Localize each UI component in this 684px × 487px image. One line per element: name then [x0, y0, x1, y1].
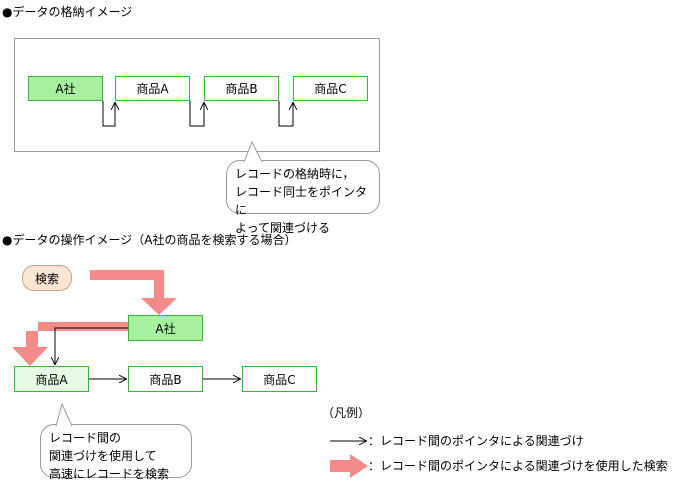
legend-pointer-label: ：レコード間のポインタによる関連づけ: [368, 434, 584, 448]
search-callout: レコード間の 関連づけを使用して 高速にレコードを検索: [40, 424, 192, 481]
section1-heading: ●データの格納イメージ: [2, 5, 133, 19]
search-arrow-to-company: [90, 270, 177, 315]
search-callout-line-3: 高速にレコードを検索: [49, 467, 170, 481]
storage-callout-line-2: レコード同士をポインタに: [235, 185, 368, 217]
pointer-op-company-to-a: [55, 327, 128, 364]
search-callout-line-2: 関連づけを使用して: [49, 449, 157, 463]
record-product-b: 商品B: [204, 76, 279, 101]
record-company: A社: [28, 76, 103, 101]
search-arrow-to-product-a: [12, 322, 128, 366]
pointer-company-to-a: [102, 101, 115, 127]
storage-callout-line-1: レコードの格納時に，: [235, 167, 355, 181]
storage-callout-tail: [243, 140, 263, 163]
storage-callout: レコードの格納時に， レコード同士をポインタに よって関連づける: [226, 160, 380, 235]
op-record-company: A社: [128, 315, 203, 341]
record-product-a: 商品A: [115, 76, 190, 101]
pointer-b-to-c: [278, 101, 293, 127]
search-callout-tail: [55, 402, 73, 427]
storage-callout-line-3: よって関連づける: [235, 221, 331, 235]
record-product-c: 商品C: [293, 76, 368, 101]
section2-heading: ●データの操作イメージ（A社の商品を検索する場合）: [2, 233, 297, 247]
legend-search-label: ：レコード間のポインタによる関連づけを使用した検索: [368, 459, 668, 473]
legend-title: （凡例）: [322, 406, 371, 420]
storage-frame: [14, 38, 380, 152]
op-record-product-a: 商品A: [14, 366, 89, 392]
search-label: 検索: [22, 265, 72, 291]
op-record-product-c: 商品C: [242, 366, 317, 392]
op-record-product-b: 商品B: [128, 366, 203, 392]
pointer-a-to-b: [189, 101, 204, 127]
search-callout-line-1: レコード間の: [49, 431, 122, 445]
legend-search-arrow: [330, 454, 368, 478]
